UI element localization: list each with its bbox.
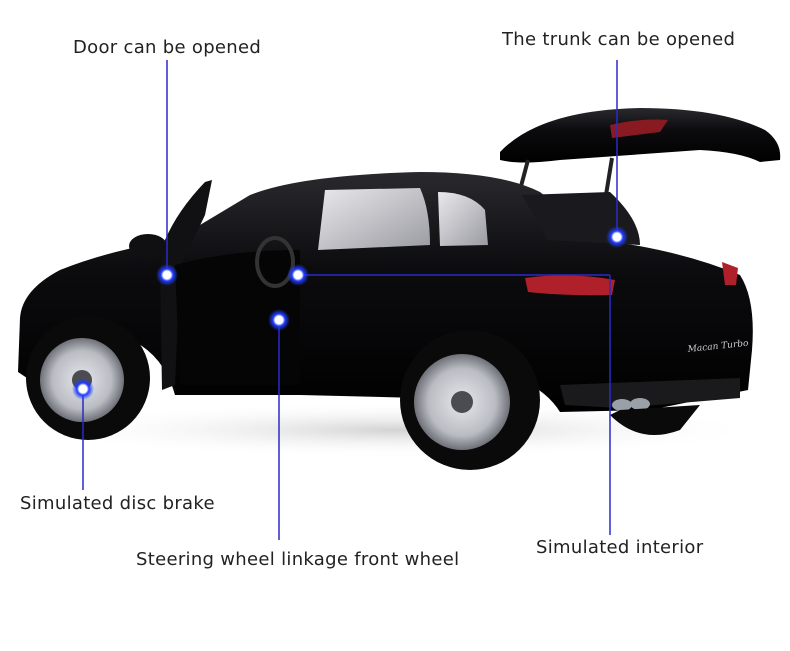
taillight bbox=[525, 275, 615, 296]
open-door bbox=[160, 180, 212, 390]
pointer-dot-door bbox=[156, 264, 178, 286]
callout-interior-label: Simulated interior bbox=[536, 537, 704, 558]
taillight-right bbox=[722, 262, 738, 285]
rear-wheel bbox=[400, 330, 540, 470]
callout-door-label: Door can be opened bbox=[73, 37, 262, 58]
exhaust-pipe bbox=[612, 399, 632, 411]
front-window bbox=[318, 188, 430, 250]
trunk-lid bbox=[500, 108, 781, 163]
pointer-dot-steering bbox=[268, 309, 290, 331]
pointer-dot-interior bbox=[287, 264, 309, 286]
rear-window bbox=[438, 192, 488, 246]
trunk-strut bbox=[604, 157, 614, 196]
pointer-dot-trunk bbox=[606, 226, 628, 248]
callout-steering-label: Steering wheel linkage front wheel bbox=[136, 549, 460, 570]
pointer-dot-disc-brake bbox=[72, 378, 94, 400]
far-rear-wheel bbox=[610, 405, 700, 435]
rear-bumper bbox=[560, 378, 740, 408]
side-mirror bbox=[129, 234, 167, 258]
trunk-lid-taillight bbox=[610, 119, 668, 138]
callout-disc-brake-label: Simulated disc brake bbox=[20, 493, 215, 514]
steering-wheel bbox=[255, 236, 295, 288]
exhaust-pipe bbox=[630, 398, 650, 410]
callout-trunk-label: The trunk can be opened bbox=[502, 29, 736, 50]
front-wheel bbox=[26, 316, 150, 440]
ground-shadow bbox=[30, 402, 770, 458]
